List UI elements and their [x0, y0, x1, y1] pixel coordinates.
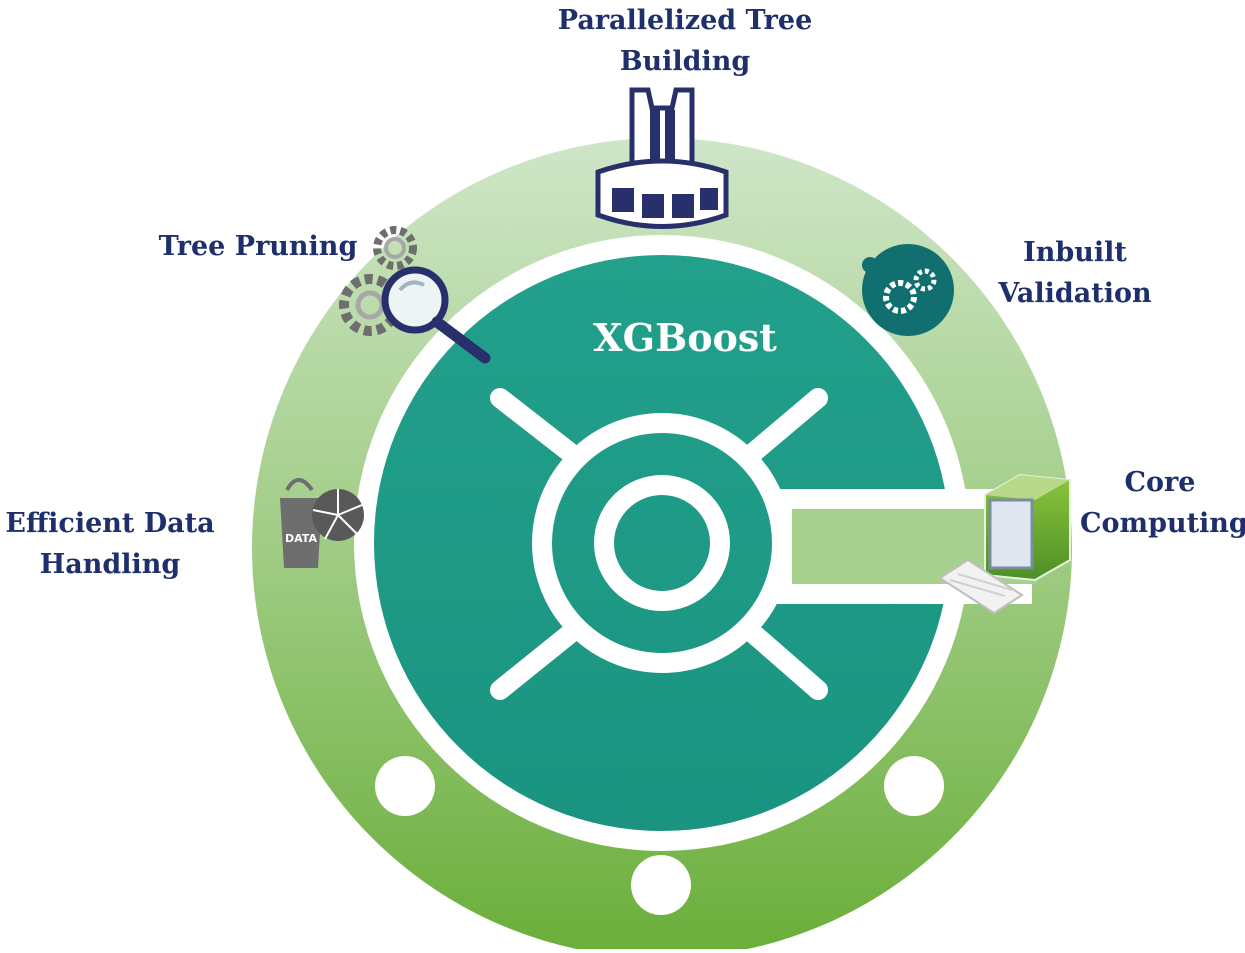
feature-label-line: Core	[1124, 467, 1196, 498]
center-title: XGBoost	[593, 315, 777, 360]
feature-label-line: Validation	[998, 278, 1152, 309]
feature-label-parallel: Parallelized Tree Building	[520, 0, 850, 82]
center-emblem	[490, 388, 828, 700]
data-icon-text: DATA	[285, 532, 317, 545]
feature-label-efficient: Efficient Data Handling	[0, 503, 220, 585]
feature-label-line: Computing	[1080, 508, 1245, 539]
spoke-top-left	[490, 388, 587, 468]
gears-circle-icon	[862, 244, 954, 336]
ring-dot-left	[375, 756, 435, 816]
computer-icon	[938, 473, 1071, 615]
emblem-inner-ring	[594, 475, 730, 611]
ring-dot-right	[884, 756, 944, 816]
spoke-top-right	[737, 388, 828, 468]
emblem-outer-ring	[532, 413, 792, 673]
spoke-bottom-left	[490, 618, 587, 700]
spoke-bottom-right	[737, 618, 828, 700]
gears-magnifier-icon	[339, 226, 491, 364]
feature-label-line: Handling	[39, 549, 181, 580]
feature-label-validation: Inbuilt Validation	[995, 232, 1155, 314]
feature-label-line: Tree Pruning	[158, 231, 358, 262]
feature-label-line: Building	[619, 46, 751, 77]
feature-label-core: Core Computing	[1080, 462, 1245, 544]
ring-dot-bottom	[631, 855, 691, 915]
tree-column-icon	[595, 87, 729, 229]
feature-label-line: Efficient Data	[5, 508, 215, 539]
feature-label-line: Parallelized Tree	[557, 5, 813, 36]
feature-label-line: Inbuilt	[1023, 237, 1127, 268]
data-bucket-icon: DATA	[280, 478, 364, 568]
feature-label-pruning: Tree Pruning	[148, 226, 368, 267]
